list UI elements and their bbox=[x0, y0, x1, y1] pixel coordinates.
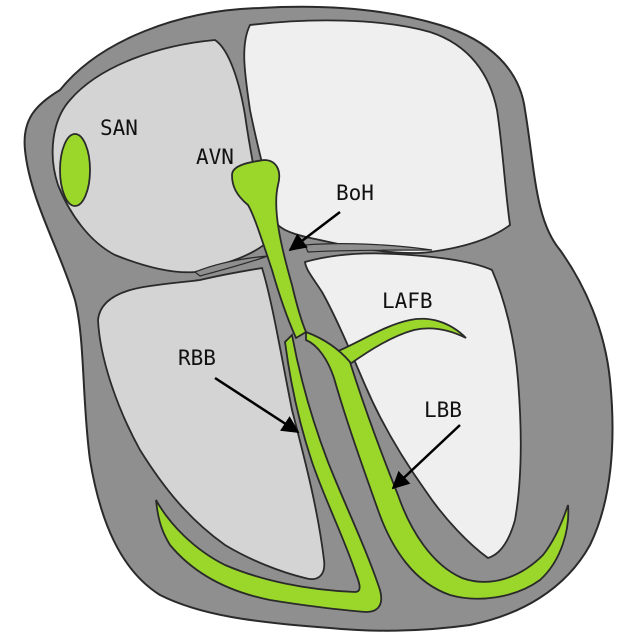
avn-label: AVN bbox=[196, 145, 234, 169]
sa-node bbox=[60, 134, 90, 206]
lafb-label: LAFB bbox=[382, 289, 433, 313]
left-atrium bbox=[244, 20, 510, 253]
san-label: SAN bbox=[100, 116, 138, 140]
lbb-label: LBB bbox=[424, 398, 462, 422]
boh-label: BoH bbox=[336, 181, 374, 205]
rbb-label: RBB bbox=[178, 346, 216, 370]
